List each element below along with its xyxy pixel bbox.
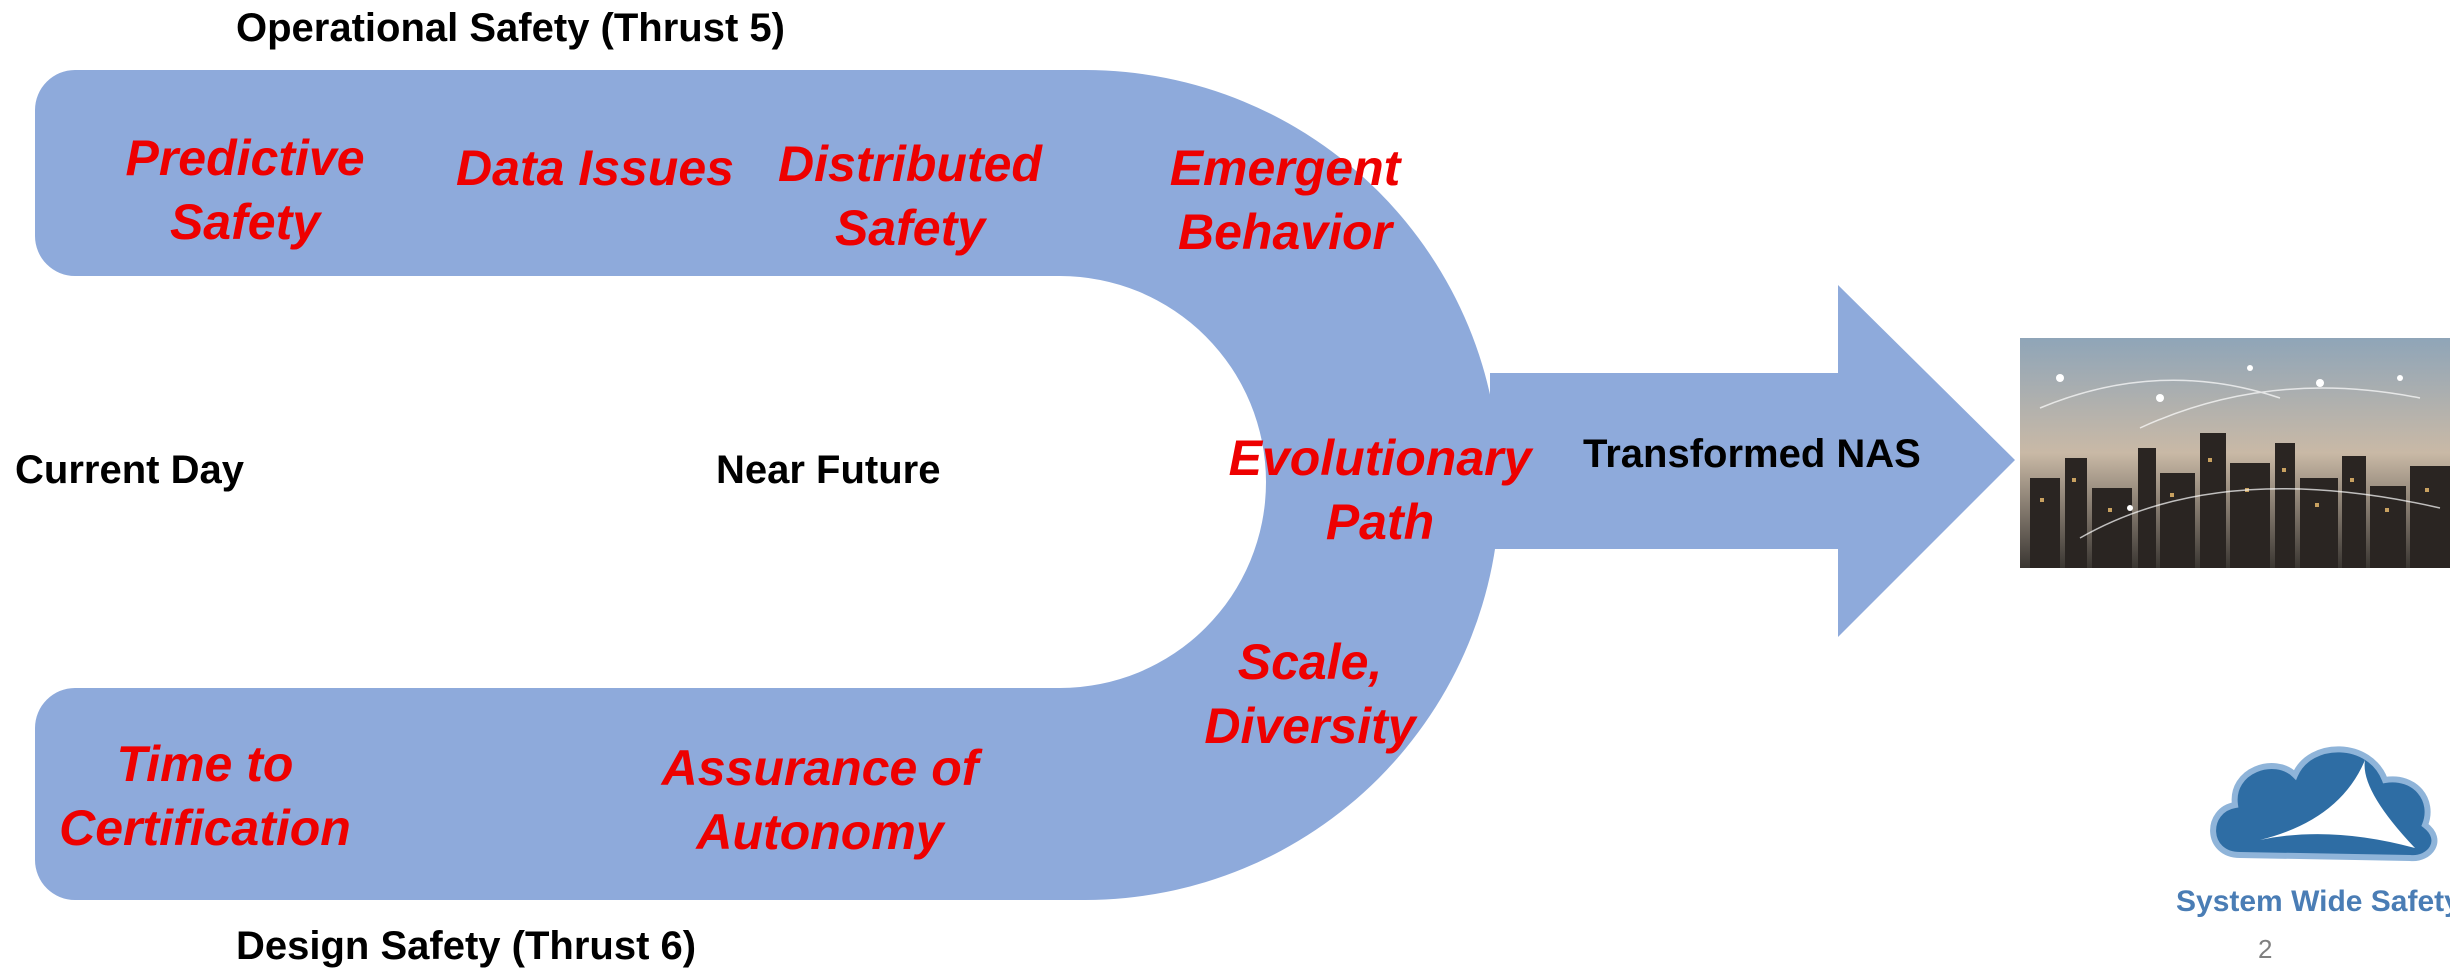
- design-safety-heading: Design Safety (Thrust 6): [236, 924, 697, 968]
- logo-label: System Wide Safety: [2176, 885, 2450, 918]
- scale-diversity-label: Scale,Diversity: [1204, 634, 1416, 754]
- u-path-band: [35, 70, 1500, 900]
- transformation-arrow: [1490, 285, 2015, 637]
- current-day-label: Current Day: [15, 448, 244, 492]
- city-skyline-image: [2020, 338, 2450, 568]
- operational-safety-heading: Operational Safety (Thrust 5): [236, 6, 785, 50]
- data-issues-label: Data Issues: [456, 140, 734, 196]
- transformed-nas-label: Transformed NAS: [1583, 432, 1921, 476]
- page-number: 2: [2258, 934, 2273, 964]
- near-future-label: Near Future: [716, 448, 941, 492]
- system-wide-safety-logo: [2200, 730, 2450, 930]
